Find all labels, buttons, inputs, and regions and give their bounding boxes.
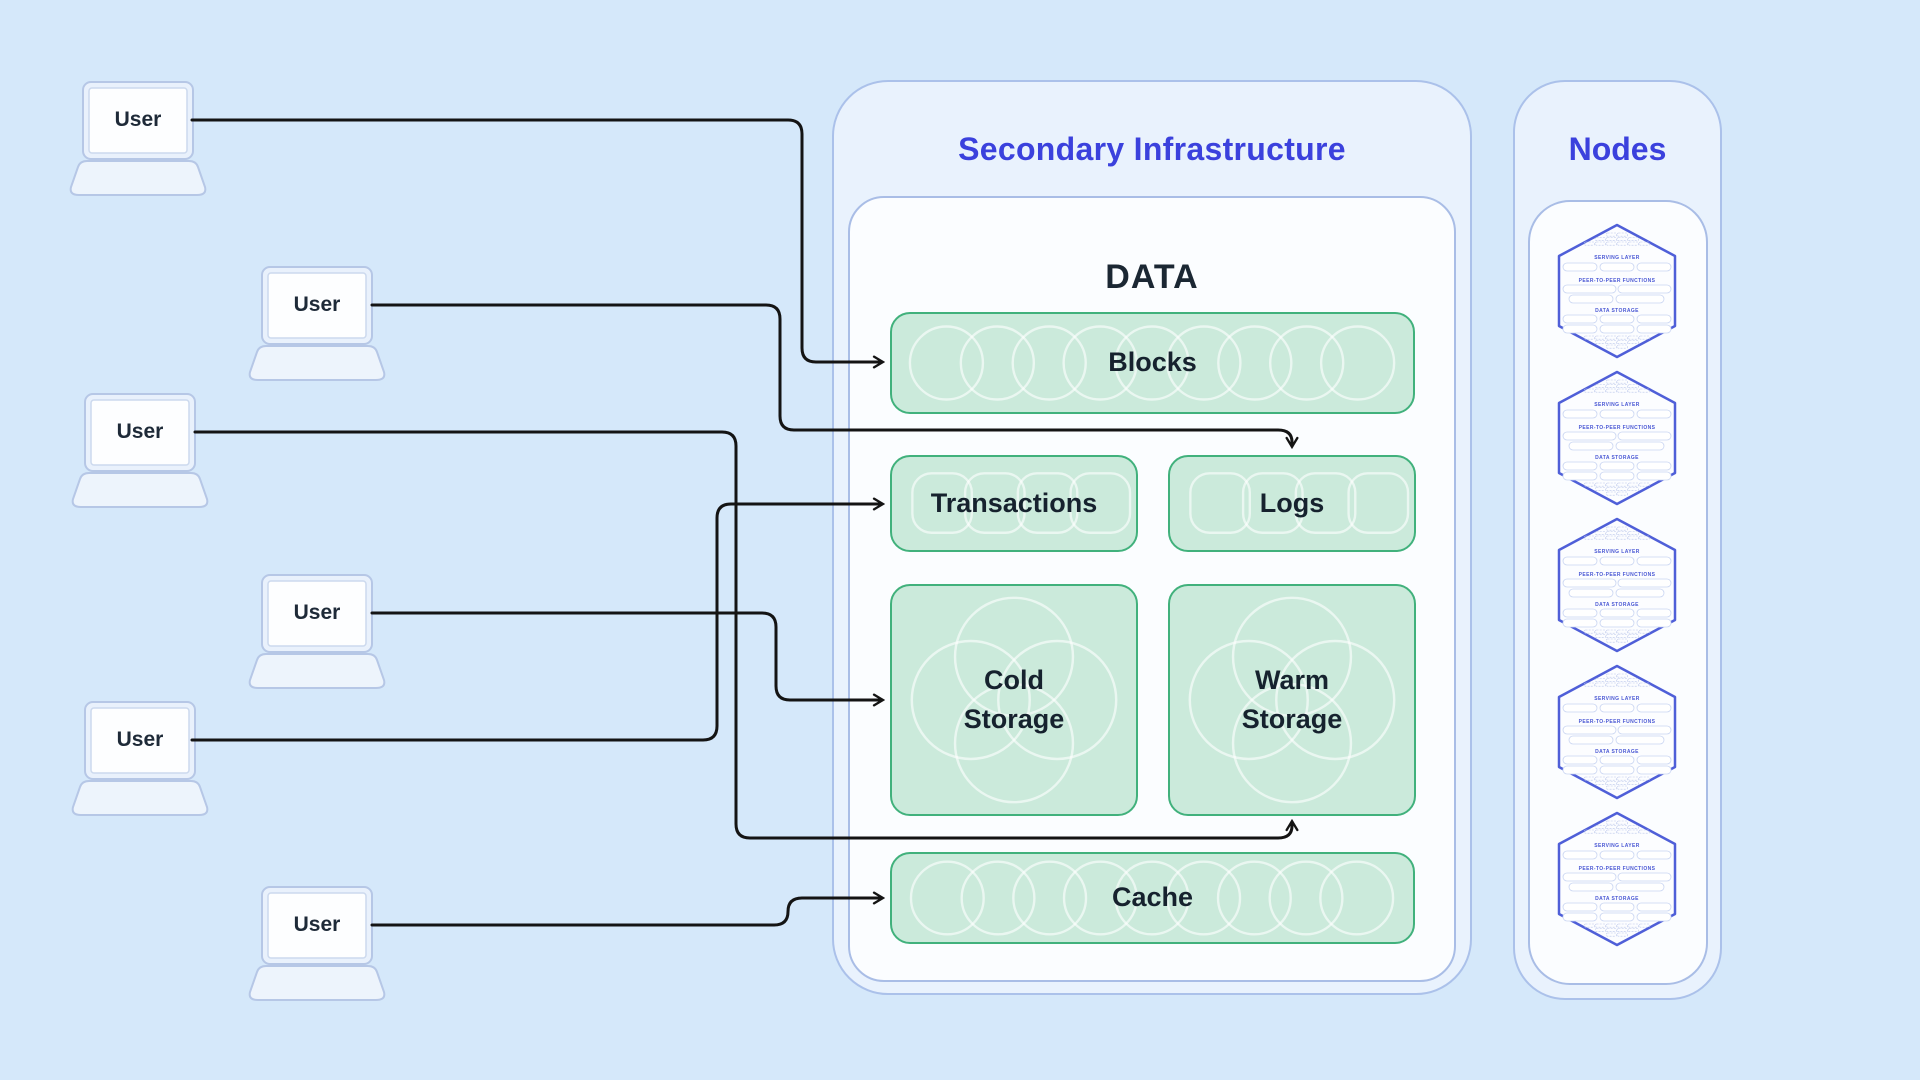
user-laptop-2: User [237, 266, 397, 384]
node-hexagon: SERVING LAYER PEER-TO-PEER FUNCTIONS DAT… [1557, 370, 1677, 506]
cache-label: Cache [1111, 882, 1194, 913]
svg-text:SERVING LAYER: SERVING LAYER [1594, 843, 1640, 849]
node-hexagon-stack: SERVING LAYER PEER-TO-PEER FUNCTIONS DAT… [1556, 223, 1678, 947]
node-hexagon: SERVING LAYER PEER-TO-PEER FUNCTIONS DAT… [1557, 517, 1677, 653]
user-label: User [293, 913, 341, 936]
svg-text:PEER-TO-PEER FUNCTIONS: PEER-TO-PEER FUNCTIONS [1579, 719, 1656, 725]
warm-storage-box: Warm Storage [1168, 584, 1416, 816]
cache-circles-decoration [909, 860, 1395, 936]
svg-text:PEER-TO-PEER FUNCTIONS: PEER-TO-PEER FUNCTIONS [1579, 425, 1656, 431]
laptop-icon [69, 81, 207, 196]
user-label: User [114, 108, 162, 131]
secondary-infrastructure-title: Secondary Infrastructure [958, 131, 1346, 167]
user-laptop-3: User [60, 393, 220, 511]
svg-text:PEER-TO-PEER FUNCTIONS: PEER-TO-PEER FUNCTIONS [1579, 278, 1656, 284]
cold-storage-box: Cold Storage [890, 584, 1138, 816]
user-label: User [293, 293, 341, 316]
cold-storage-label: Cold Storage [963, 664, 1065, 734]
cache-box: Cache [890, 852, 1415, 944]
svg-text:SERVING LAYER: SERVING LAYER [1594, 549, 1640, 555]
transactions-box: Transactions [890, 455, 1138, 552]
laptop-icon [71, 393, 209, 508]
user-laptop-5: User [60, 701, 220, 819]
warm-storage-label: Warm Storage [1241, 664, 1343, 734]
user-label: User [116, 420, 164, 443]
user-laptop-1: User [58, 81, 218, 199]
connector-user6-to-cache [370, 898, 882, 927]
user-laptop-4: User [237, 574, 397, 692]
svg-text:PEER-TO-PEER FUNCTIONS: PEER-TO-PEER FUNCTIONS [1579, 866, 1656, 872]
blocks-label: Blocks [1108, 347, 1197, 378]
svg-text:DATA STORAGE: DATA STORAGE [1595, 602, 1639, 608]
svg-text:DATA STORAGE: DATA STORAGE [1595, 749, 1639, 755]
user-laptop-6: User [237, 886, 397, 1004]
logs-box: Logs [1168, 455, 1416, 552]
laptop-icon [71, 701, 209, 816]
transactions-label: Transactions [930, 487, 1098, 518]
svg-text:SERVING LAYER: SERVING LAYER [1594, 255, 1640, 261]
logs-label: Logs [1259, 487, 1325, 518]
svg-text:DATA STORAGE: DATA STORAGE [1595, 455, 1639, 461]
node-hexagon: SERVING LAYER PEER-TO-PEER FUNCTIONS DAT… [1557, 664, 1677, 800]
svg-text:SERVING LAYER: SERVING LAYER [1594, 696, 1640, 702]
nodes-panel-title: Nodes [1568, 131, 1667, 167]
user-label: User [116, 728, 164, 751]
svg-text:DATA STORAGE: DATA STORAGE [1595, 308, 1639, 314]
user-label: User [293, 601, 341, 624]
blocks-box: Blocks [890, 312, 1415, 414]
node-hexagon: SERVING LAYER PEER-TO-PEER FUNCTIONS DAT… [1557, 811, 1677, 947]
data-panel-title: DATA [1105, 258, 1199, 296]
connector-user4-to-cold-storage [370, 611, 882, 700]
svg-text:DATA STORAGE: DATA STORAGE [1595, 896, 1639, 902]
svg-text:SERVING LAYER: SERVING LAYER [1594, 402, 1640, 408]
svg-text:PEER-TO-PEER FUNCTIONS: PEER-TO-PEER FUNCTIONS [1579, 572, 1656, 578]
node-hexagon: SERVING LAYER PEER-TO-PEER FUNCTIONS DAT… [1557, 223, 1677, 359]
laptop-icon [248, 886, 386, 1001]
